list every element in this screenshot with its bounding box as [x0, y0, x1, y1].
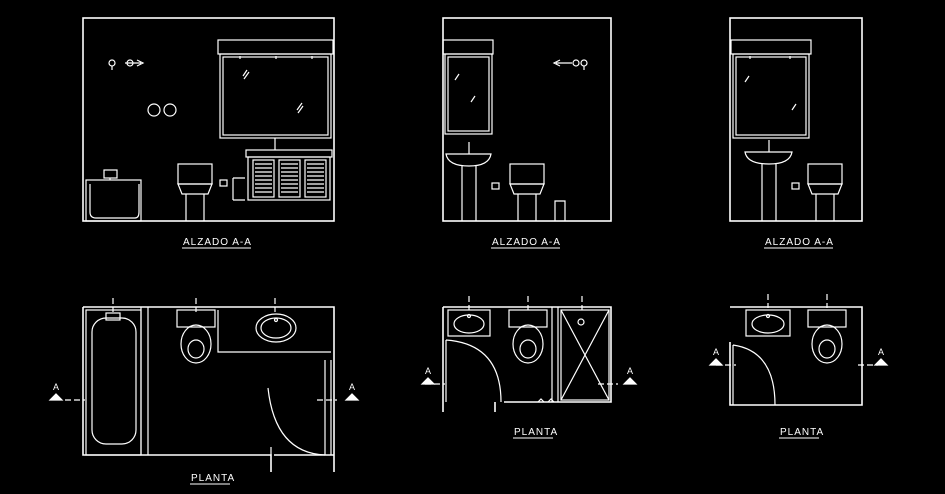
elevation-2-frame: [442, 17, 612, 222]
wall-step: [554, 200, 566, 221]
centerline: [716, 294, 878, 366]
section-letter: A: [53, 382, 60, 392]
shower-head: [552, 59, 588, 70]
mirror: [442, 39, 494, 135]
door: [445, 339, 502, 403]
section-mark-left: [48, 393, 64, 401]
section-letter: A: [878, 347, 885, 357]
bathtub: [85, 169, 142, 222]
valve-knob-right: [163, 103, 177, 117]
door: [267, 360, 332, 456]
shower-head: [108, 59, 145, 70]
toilet: [807, 309, 847, 364]
elevation-1-label: ALZADO A-A: [183, 237, 252, 248]
outlet: [491, 182, 500, 190]
outlet: [219, 179, 228, 187]
toilet: [177, 163, 213, 221]
section-letter: A: [627, 366, 634, 376]
plan-2: [420, 296, 638, 412]
plan-2-walls: [442, 306, 612, 412]
toilet: [508, 309, 548, 364]
label-underlines: [182, 247, 833, 485]
mirror: [217, 39, 334, 139]
centerline: [425, 296, 618, 385]
elevation-3-label: ALZADO A-A: [765, 237, 834, 248]
sink: [745, 309, 791, 337]
bathtub: [85, 309, 142, 456]
plan-3: [708, 294, 889, 406]
elevation-3-frame: [729, 17, 863, 222]
door: [732, 344, 776, 406]
elevation-3: [729, 17, 863, 222]
section-letter: A: [713, 347, 720, 357]
elevation-2: [442, 17, 612, 222]
shower: [560, 309, 610, 401]
elevation-1: [82, 17, 335, 222]
toilet: [509, 163, 545, 221]
plan-3-label: PLANTA: [780, 427, 825, 438]
section-letter: A: [349, 382, 356, 392]
vanity-cabinet: [245, 138, 333, 201]
elevation-1-frame: [82, 17, 335, 222]
elevation-2-label: ALZADO A-A: [492, 237, 561, 248]
section-letter: A: [425, 366, 432, 376]
sink-counter: [217, 310, 331, 353]
plan-1: [48, 298, 360, 472]
plan-2-label: PLANTA: [514, 427, 559, 438]
section-mark-left: [420, 377, 436, 385]
toilet: [807, 163, 843, 221]
section-mark-left: [708, 358, 724, 366]
pedestal-sink: [445, 142, 492, 221]
outlet: [791, 182, 800, 190]
sink: [447, 309, 491, 337]
mirror: [730, 39, 812, 139]
section-mark-right: [873, 358, 889, 366]
towel-bar: [232, 177, 245, 201]
plan-3-walls: [729, 306, 863, 406]
valve-knob-left: [147, 103, 161, 117]
pedestal-sink: [744, 140, 793, 221]
section-mark-right: [344, 393, 360, 401]
toilet: [176, 309, 216, 364]
plan-1-label: PLANTA: [191, 473, 236, 484]
section-mark-right: [622, 377, 638, 385]
